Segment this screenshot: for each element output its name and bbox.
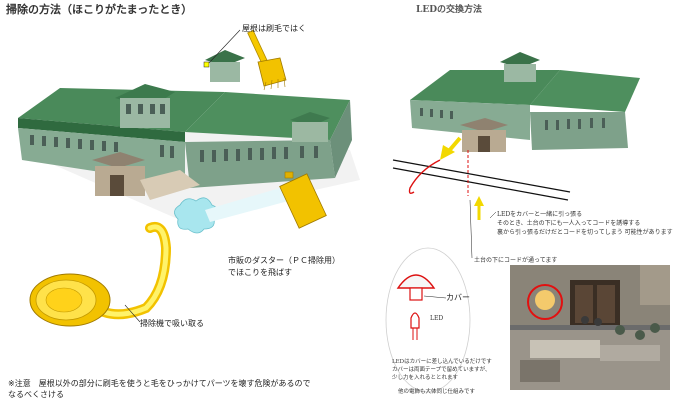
dust-cloud-icon — [174, 197, 218, 234]
bottom-note-line3: 少し力を入れるととれます — [392, 375, 459, 381]
roof-brush-icon — [247, 29, 287, 91]
led-label: LED — [430, 315, 444, 322]
cord-label: 土台の下にコードが通ってます — [474, 257, 558, 264]
duster-can-icon — [279, 171, 327, 229]
left-panel-title: 掃除の方法（ほこりがたまったとき） — [6, 3, 193, 16]
model-photo — [510, 265, 670, 390]
caution-note-line1: ※注意 屋根以外の部分に刷毛を使うと毛をひっかけてパーツを壊す危険があるので — [8, 379, 311, 388]
right-panel-title: LEDの交換方法 — [416, 5, 482, 15]
roof-label-leader — [207, 29, 241, 65]
cord-line-lower — [392, 167, 569, 201]
caution-note-line2: なるべくさける — [8, 390, 64, 399]
building-illustration-right — [410, 52, 640, 152]
vacuum-label: 掃除機で吸い取る — [140, 319, 204, 328]
bottom-note-line1: LEDはカバーに差し込んでいるだけです — [392, 359, 492, 365]
led-bulb-icon — [410, 312, 420, 340]
duster-label-line1: 市販のダスター（ＰＣ掃除用） — [228, 256, 340, 265]
roof-point-marker — [203, 61, 210, 68]
bottom-note-line2: カバーは両面テープで留めていますが、 — [392, 367, 491, 373]
duster-label-line2: でほこりを飛ばす — [228, 268, 292, 277]
vacuum-cleaner-icon — [29, 222, 172, 327]
step1-line1: LEDをカバーと一緒に引っ張る — [497, 211, 583, 218]
pull-arrow-icon — [440, 136, 462, 160]
led-highlight-circle — [527, 284, 563, 320]
cover-label: カバー — [446, 293, 470, 302]
up-arrow-icon — [474, 196, 484, 220]
spray-cone — [205, 185, 292, 222]
cord-line-upper — [392, 159, 571, 193]
roof-label: 屋根は刷毛ではく — [242, 24, 306, 33]
cord-label-leader — [469, 199, 473, 259]
bottom-note-line4: 他の電飾も大体同じ仕組みです — [398, 389, 476, 395]
red-wire — [408, 159, 441, 195]
led-cover-icon — [396, 274, 436, 301]
vacuum-label-leader — [124, 304, 141, 323]
step1-line2: そのとき、土台の下にも一人入ってコードを誘導する — [497, 220, 641, 227]
step1-line3: 裏から引っ張るだけだとコードを切ってしまう 可能性があります — [497, 229, 673, 236]
